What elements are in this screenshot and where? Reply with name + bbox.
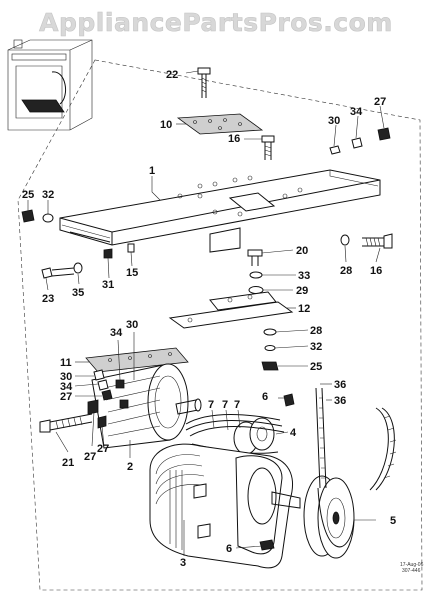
- date-stamp-line-1: 17-Aug-06: [400, 562, 424, 568]
- assembly-boundary: [17, 59, 423, 591]
- date-stamp: 17-Aug-06 307-446: [400, 562, 424, 574]
- callout-27-left: 27: [60, 391, 72, 403]
- part-3-pump: [149, 443, 301, 569]
- callout-34-mid: 34: [110, 327, 123, 339]
- callout-31: 31: [102, 279, 114, 291]
- callout-36a: 36: [334, 379, 346, 391]
- callout-25-left: 25: [22, 189, 34, 201]
- watermark: AppliancePartsPros.com: [39, 8, 393, 38]
- part-22-bolt: [197, 67, 211, 98]
- callout-33: 33: [298, 270, 310, 282]
- part-12-bracket: [168, 291, 294, 329]
- callout-15: 15: [126, 267, 138, 279]
- callout-34-left: 34: [60, 381, 73, 393]
- callout-5: 5: [390, 515, 396, 527]
- callout-25-center: 25: [310, 361, 322, 373]
- top-right-fasteners: [329, 127, 391, 155]
- callout-32-center: 32: [310, 341, 322, 353]
- callout-3: 3: [180, 557, 186, 569]
- leader-lines: [27, 70, 385, 556]
- callout-1: 1: [149, 165, 155, 177]
- part-5-pump-pulley: [303, 475, 355, 559]
- callout-27-lower-b: 27: [97, 443, 109, 455]
- callout-2: 2: [127, 461, 133, 473]
- callout-23: 23: [42, 293, 54, 305]
- part-2-motor: [91, 363, 202, 449]
- left-fasteners: [21, 209, 54, 223]
- callout-22: 22: [166, 69, 178, 81]
- part-16-bolt-right: [340, 233, 393, 249]
- callout-30-mid: 30: [126, 319, 138, 331]
- part-36-belts: [315, 387, 397, 548]
- left-motor-hardware: [93, 369, 113, 401]
- left-lower-fasteners: [41, 243, 135, 279]
- callout-16-top: 16: [228, 133, 240, 145]
- part-11-bracket: [85, 347, 189, 373]
- callout-29: 29: [296, 285, 308, 297]
- callout-7b: 7: [222, 399, 228, 411]
- part-16-bolt-top: [261, 135, 275, 160]
- callout-4: 4: [290, 427, 297, 439]
- callout-34-top: 34: [350, 106, 363, 118]
- callout-labels: 22 10 16 1 30 34 27 25 32 15 31 35 23 20…: [22, 69, 396, 569]
- callout-11: 11: [60, 357, 72, 369]
- part-10-plate: [176, 113, 264, 135]
- callout-27-lower-a: 27: [84, 451, 96, 463]
- part-1-base-plate: [59, 169, 381, 253]
- callout-12: 12: [298, 303, 310, 315]
- callout-32-left: 32: [42, 189, 54, 201]
- callout-21: 21: [62, 457, 74, 469]
- date-stamp-line-2: 307-446: [402, 568, 421, 574]
- callout-28-center: 28: [310, 325, 322, 337]
- callout-7c: 7: [234, 399, 240, 411]
- part-6-key: [259, 393, 295, 551]
- machine-thumbnail: [7, 39, 93, 131]
- callout-7a: 7: [208, 399, 214, 411]
- callout-30-top: 30: [328, 115, 340, 127]
- callout-16-right: 16: [370, 265, 382, 277]
- center-bolt-stack: [247, 249, 279, 371]
- callout-35: 35: [72, 287, 84, 299]
- callout-28-right: 28: [340, 265, 352, 277]
- part-4-motor-pulley: [233, 417, 275, 455]
- callout-6-bottom: 6: [226, 543, 232, 555]
- callout-36b: 36: [334, 395, 346, 407]
- callout-27-top: 27: [374, 96, 386, 108]
- callout-6-top: 6: [262, 391, 268, 403]
- callout-30-left: 30: [60, 371, 72, 383]
- callout-10: 10: [160, 119, 172, 131]
- part-21-bolt: [39, 399, 107, 433]
- callout-20: 20: [296, 245, 308, 257]
